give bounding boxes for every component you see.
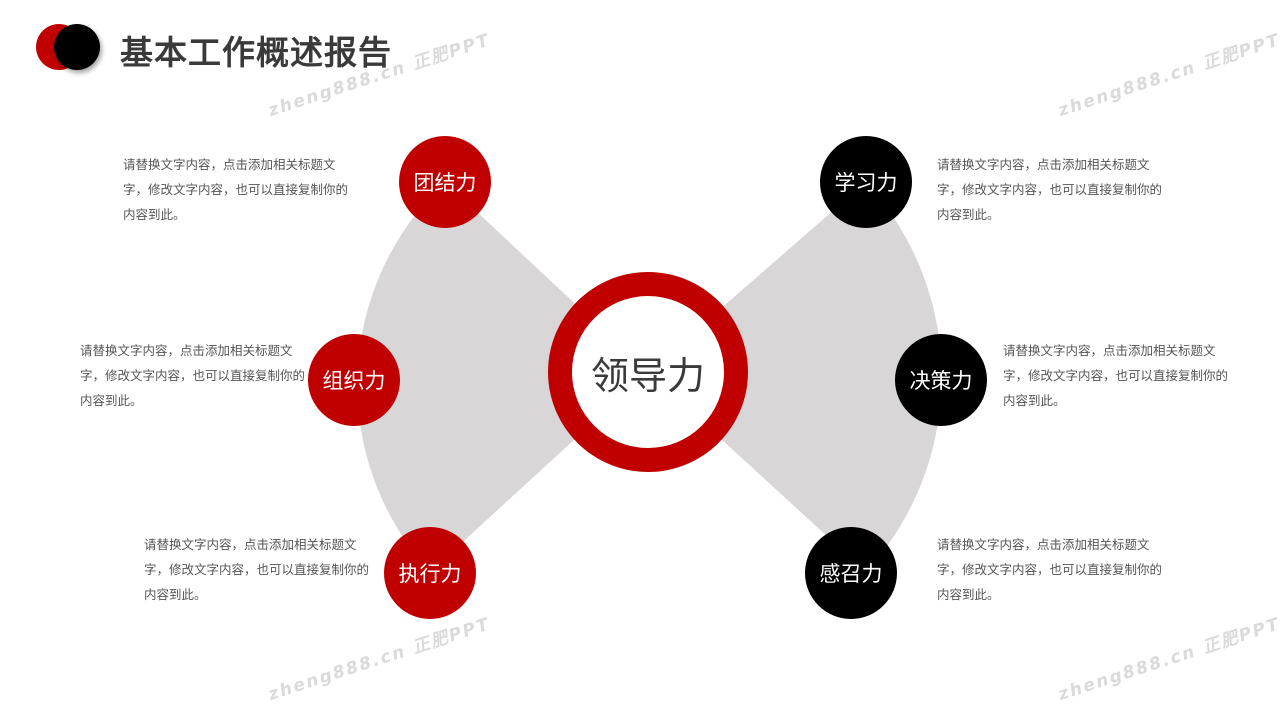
description-zhixingli: 请替换文字内容，点击添加相关标题文字，修改文字内容，也可以直接复制你的内容到此。 [144,537,370,602]
node-tuanjieli: 团结力 [399,136,491,228]
description-zuzhili: 请替换文字内容，点击添加相关标题文字，修改文字内容，也可以直接复制你的内容到此。 [80,343,306,408]
node-xuexili: 学习力 [820,136,912,228]
description-xuexili: 请替换文字内容，点击添加相关标题文字，修改文字内容，也可以直接复制你的内容到此。 [937,157,1163,222]
node-zuzhili: 组织力 [308,334,400,426]
node-ganzhaoli: 感召力 [805,527,897,619]
logo-circles [36,24,102,72]
center-node: 领导力 [548,272,748,472]
logo-black-circle [54,24,100,70]
node-zhixingli: 执行力 [384,527,476,619]
description-ganzhaoli: 请替换文字内容，点击添加相关标题文字，修改文字内容，也可以直接复制你的内容到此。 [937,537,1163,602]
node-juecelli: 决策力 [895,334,987,426]
page-title: 基本工作概述报告 [120,33,392,72]
right-wedge [648,182,942,572]
left-wedge [357,182,648,572]
description-tuanjieli: 请替换文字内容，点击添加相关标题文字，修改文字内容，也可以直接复制你的内容到此。 [123,157,349,222]
center-label: 领导力 [572,296,724,448]
description-juecelli: 请替换文字内容，点击添加相关标题文字，修改文字内容，也可以直接复制你的内容到此。 [1003,343,1229,408]
